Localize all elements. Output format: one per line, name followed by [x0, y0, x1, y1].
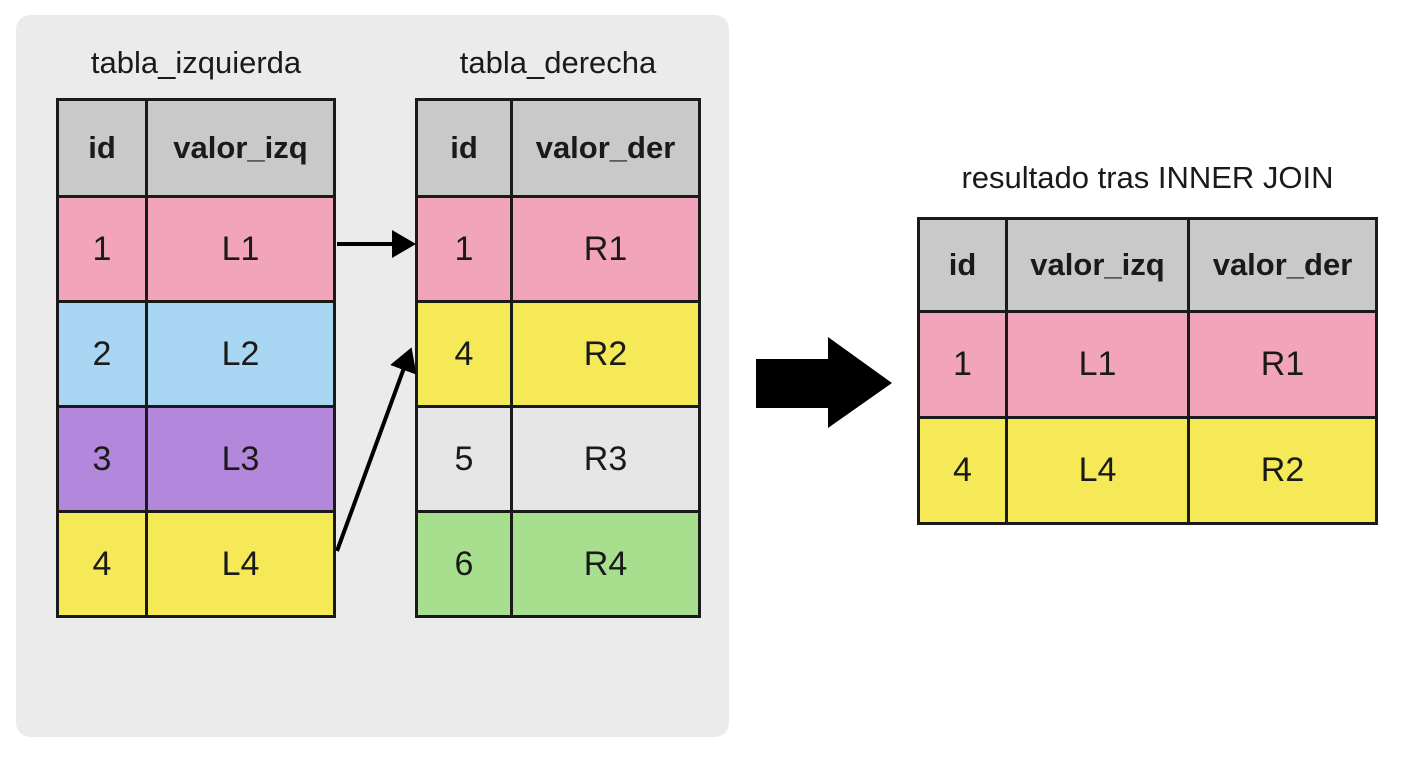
left-table-header-valor-izq: valor_izq: [148, 101, 333, 195]
left-table-row4-value-cell: L4: [148, 513, 333, 615]
right-table-row2-value-cell: R2: [513, 303, 698, 405]
right-table-row2-id-cell: 4: [418, 303, 510, 405]
result-table-row2-valor-der-cell: R2: [1190, 419, 1375, 522]
right-table-row1-id-cell: 1: [418, 198, 510, 300]
result-table-row1-valor-izq-cell: L1: [1008, 313, 1187, 416]
result-table-title: resultado tras INNER JOIN: [961, 160, 1334, 195]
right-table-row4-value-cell: R4: [513, 513, 698, 615]
result-table-header-valor-izq: valor_izq: [1008, 220, 1187, 310]
left-table-title: tabla_izquierda: [90, 45, 302, 80]
left-table-row1-id-cell: 1: [59, 198, 145, 300]
source-tables-panel: tabla_izquierda tabla_derecha id valor_i…: [16, 15, 729, 737]
right-table-header-valor-der: valor_der: [513, 101, 698, 195]
left-table-row1-value-cell: L1: [148, 198, 333, 300]
result-table-header-id: id: [920, 220, 1005, 310]
right-table-row1-value-cell: R1: [513, 198, 698, 300]
result-table-row2-valor-izq-cell: L4: [1008, 419, 1187, 522]
right-table-title: tabla_derecha: [459, 45, 657, 80]
left-table-row4-id-cell: 4: [59, 513, 145, 615]
left-table: id valor_izq 1 L1 2 L2 3 L3 4 L4: [56, 98, 336, 618]
left-table-header-id: id: [59, 101, 145, 195]
result-table-row1-id-cell: 1: [920, 313, 1005, 416]
right-table-row3-value-cell: R3: [513, 408, 698, 510]
result-table-row1-valor-der-cell: R1: [1190, 313, 1375, 416]
left-table-row2-id-cell: 2: [59, 303, 145, 405]
left-table-row2-value-cell: L2: [148, 303, 333, 405]
right-table-row3-id-cell: 5: [418, 408, 510, 510]
left-table-row3-value-cell: L3: [148, 408, 333, 510]
result-table-row2-id-cell: 4: [920, 419, 1005, 522]
result-table: id valor_izq valor_der 1 L1 R1 4 L4 R2: [917, 217, 1378, 525]
right-table: id valor_der 1 R1 4 R2 5 R3 6 R4: [415, 98, 701, 618]
right-table-header-id: id: [418, 101, 510, 195]
right-table-row4-id-cell: 6: [418, 513, 510, 615]
result-table-header-valor-der: valor_der: [1190, 220, 1375, 310]
inner-join-result-arrow-icon: [756, 337, 892, 428]
left-table-row3-id-cell: 3: [59, 408, 145, 510]
